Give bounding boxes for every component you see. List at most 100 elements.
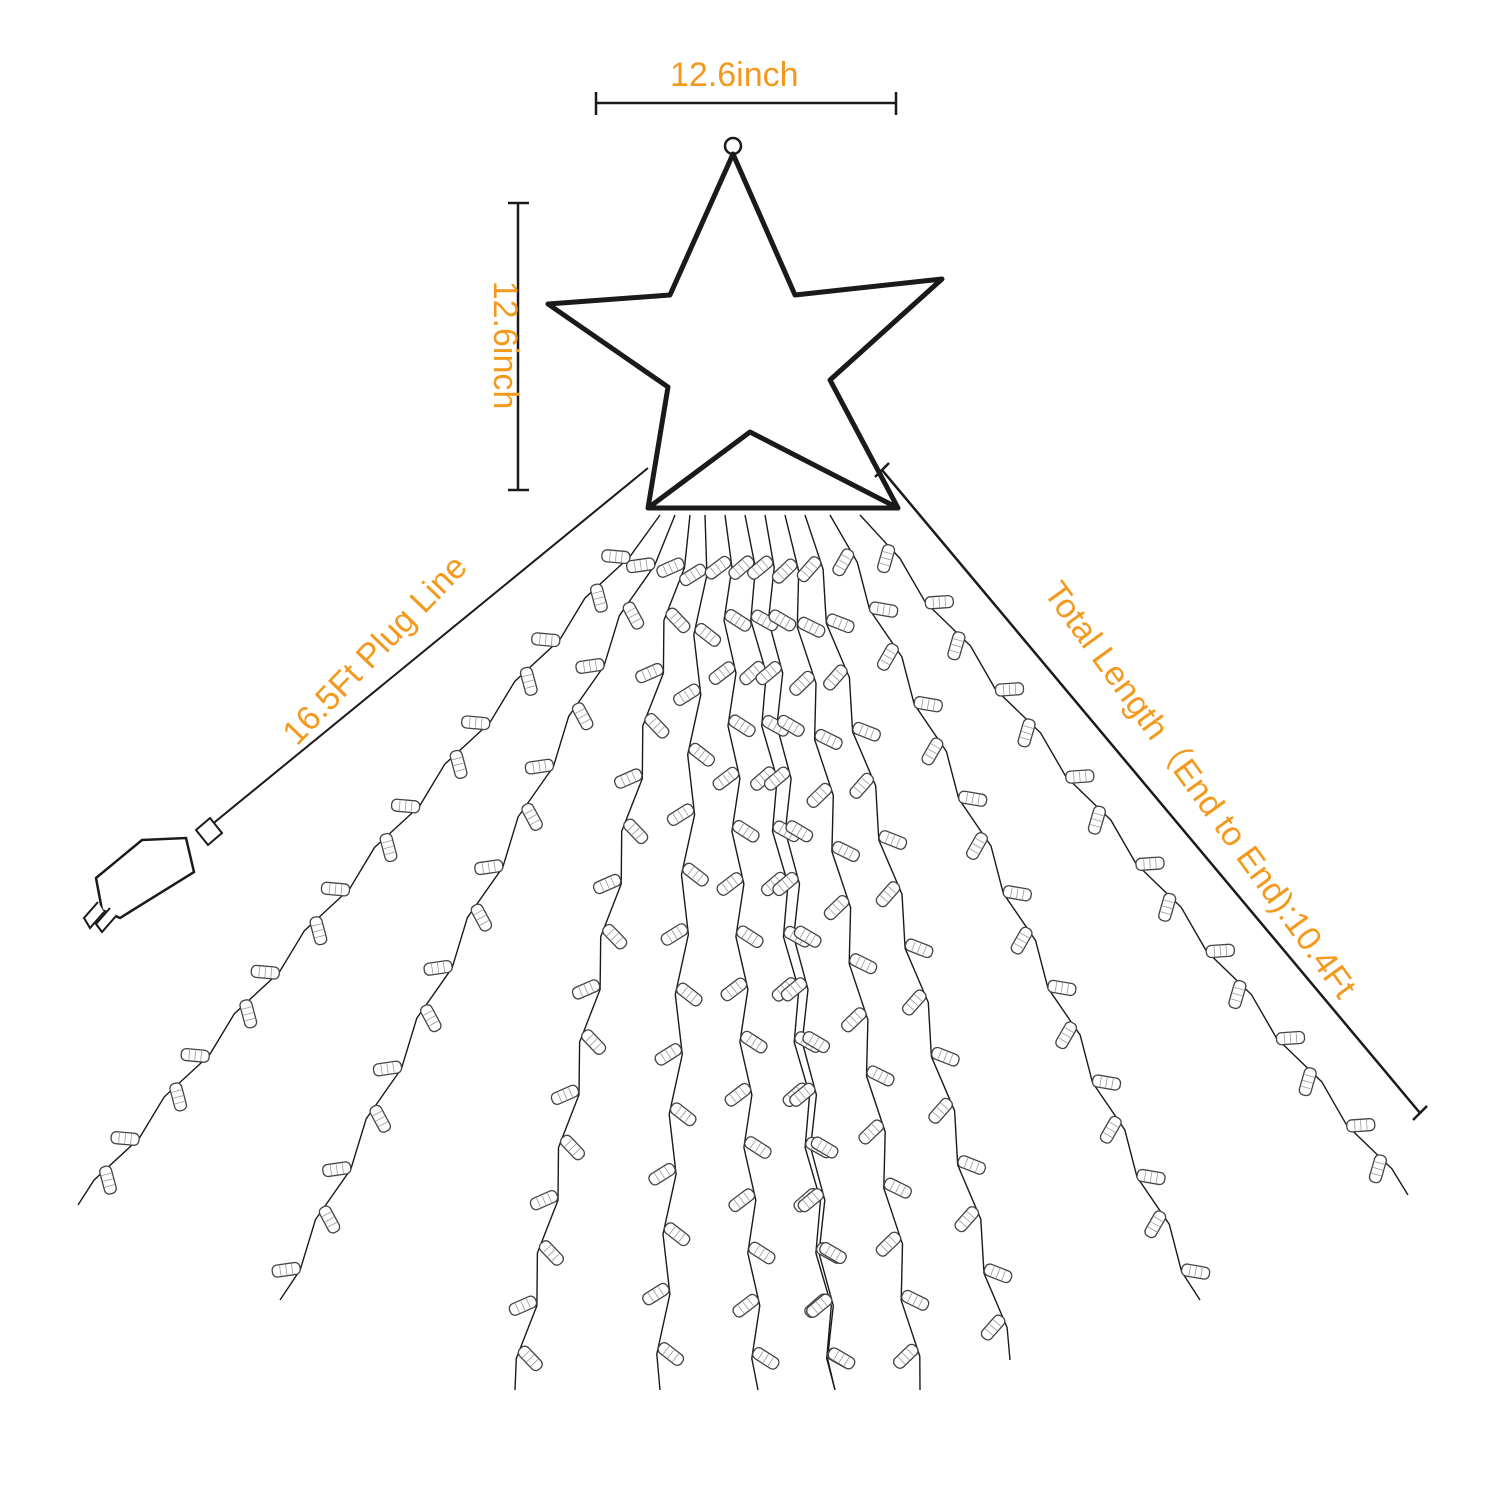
- led-bulb-icon: [1205, 943, 1235, 959]
- led-bulb-icon: [679, 563, 707, 587]
- adapter-prong-2: [94, 907, 117, 934]
- led-bulb-icon: [883, 1177, 912, 1199]
- led-bulb-icon: [571, 702, 594, 731]
- cable-connector: [194, 816, 224, 847]
- led-bulb-icon: [768, 609, 797, 632]
- led-bulb-icon: [379, 832, 398, 863]
- total-length-tick-bottom: [1412, 1105, 1428, 1121]
- led-bulb-icon: [876, 642, 899, 671]
- led-bulb-icon: [868, 601, 899, 618]
- led-bulb-icon: [1180, 1263, 1211, 1280]
- led-bulb-icon: [772, 871, 799, 897]
- led-bulb-icon: [750, 609, 779, 632]
- led-bulb-icon: [1055, 1021, 1078, 1050]
- led-bulb-icon: [921, 737, 944, 766]
- led-bulb-icon: [635, 662, 664, 684]
- led-bulb-icon: [740, 1030, 768, 1054]
- led-bulb-icon: [423, 959, 453, 976]
- led-bulb-icon: [904, 938, 934, 959]
- led-bulb-icon: [966, 832, 988, 860]
- led-bulb-icon: [980, 1314, 1006, 1341]
- led-bulb-icon: [654, 1043, 683, 1066]
- led-bulb-icon: [529, 1190, 559, 1211]
- led-bulb-icon: [797, 1188, 825, 1213]
- star-frame-icon: [545, 136, 945, 511]
- led-bulb-icon: [1275, 1030, 1306, 1046]
- led-bulb-icon: [666, 803, 695, 826]
- led-bulb-icon: [796, 556, 822, 583]
- width-dimension-label: 12.6inch: [670, 56, 799, 94]
- led-bulb-icon: [797, 616, 826, 638]
- led-bulb-icon: [958, 790, 988, 807]
- led-bulb-icon: [931, 1046, 960, 1067]
- led-bulb-icon: [663, 1222, 691, 1247]
- led-bulb-icon: [1087, 805, 1107, 835]
- led-bulb-icon: [954, 1206, 980, 1233]
- height-dimension-label: 12.6inch: [486, 280, 524, 410]
- power-adapter-icon: [82, 467, 649, 934]
- led-bulb-icon: [806, 1293, 833, 1318]
- led-bulb-icon: [575, 658, 605, 674]
- adapter-prong-1: [82, 901, 105, 930]
- led-bulb-icon: [660, 923, 689, 946]
- led-bulb-icon: [271, 1261, 301, 1278]
- led-bulb-icon: [657, 1342, 685, 1366]
- led-bulb-icon: [672, 683, 701, 707]
- led-bulb-icon: [519, 666, 538, 696]
- led-bulb-icon: [309, 916, 328, 946]
- led-bulb-icon: [1158, 892, 1177, 922]
- led-bulb-icon: [712, 766, 740, 791]
- led-bulb-icon: [736, 925, 764, 949]
- led-bulb-icon: [806, 782, 833, 809]
- led-bulb-icon: [748, 1241, 776, 1265]
- led-bulb-icon: [724, 609, 752, 632]
- led-bulb-icon: [876, 544, 896, 574]
- led-bulb-icon: [704, 555, 732, 580]
- led-bulb-icon: [531, 632, 561, 648]
- light-strand: [514, 514, 691, 1391]
- led-bulb-icon: [625, 557, 656, 574]
- led-bulb-icon: [832, 548, 855, 577]
- led-bulb-icon: [785, 820, 814, 843]
- led-bulb-icon: [110, 1131, 140, 1146]
- led-bulb-icon: [957, 1155, 987, 1175]
- led-bulb-icon: [866, 1065, 895, 1087]
- led-bulb-icon: [648, 1162, 676, 1186]
- led-bulb-icon: [550, 1084, 580, 1105]
- led-bulb-icon: [849, 953, 878, 975]
- led-bulb-icon: [913, 696, 943, 713]
- led-bulb-icon: [1144, 1210, 1167, 1239]
- led-bulb-icon: [1017, 718, 1036, 748]
- led-bulb-icon: [675, 982, 703, 1007]
- led-bulb-icon: [1091, 1074, 1122, 1091]
- led-bulb-icon: [728, 714, 756, 738]
- led-bulb-icon: [581, 1029, 607, 1055]
- led-bulb-icon: [849, 772, 875, 799]
- led-bulb-icon: [1135, 856, 1165, 871]
- led-bulb-icon: [892, 1343, 919, 1369]
- led-bulb-icon: [928, 1097, 953, 1124]
- led-bulb-icon: [1002, 885, 1032, 902]
- led-bulb-icon: [320, 881, 351, 897]
- led-bulb-icon: [571, 979, 601, 1000]
- led-bulb-icon: [622, 601, 645, 630]
- led-bulb-icon: [1065, 769, 1095, 784]
- led-bulb-icon: [623, 818, 649, 845]
- led-bulb-icon: [823, 664, 848, 691]
- led-bulb-icon: [538, 1240, 564, 1266]
- led-bulb-icon: [1368, 1154, 1388, 1184]
- led-bulb-icon: [521, 802, 543, 831]
- led-bulb-icon: [470, 903, 493, 932]
- led-bulb-icon: [474, 859, 504, 876]
- led-bulb-icon: [771, 558, 798, 584]
- led-bulb-icon: [755, 660, 782, 686]
- led-bulb-icon: [789, 1082, 816, 1107]
- led-bulb-icon: [614, 768, 643, 789]
- led-bulb-icon: [1047, 979, 1077, 997]
- led-bulb-icon: [602, 923, 628, 950]
- led-bulb-icon: [99, 1165, 117, 1195]
- led-bulb-icon: [688, 742, 716, 767]
- led-bulb-icon: [831, 840, 861, 863]
